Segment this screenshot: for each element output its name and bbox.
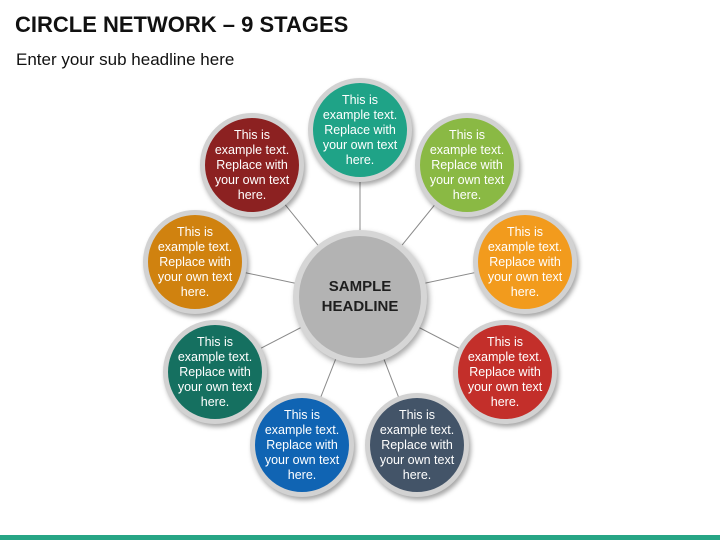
stage-circle-1: This is example text. Replace with your … <box>308 78 412 182</box>
stage-circle-7: This is example text. Replace with your … <box>163 320 267 424</box>
center-hub-circle: SAMPLE HEADLINE <box>293 230 427 364</box>
stage-text: This is example text. Replace with your … <box>157 224 233 299</box>
stage-text: This is example text. Replace with your … <box>487 224 563 299</box>
stage-text: This is example text. Replace with your … <box>322 92 398 167</box>
stage-text: This is example text. Replace with your … <box>379 407 455 482</box>
stage-text: This is example text. Replace with your … <box>467 334 543 409</box>
stage-circle-5: This is example text. Replace with your … <box>365 393 469 497</box>
bottom-accent-bar <box>0 535 720 540</box>
stage-circle-2: This is example text. Replace with your … <box>415 113 519 217</box>
stage-circle-4: This is example text. Replace with your … <box>453 320 557 424</box>
stage-text: This is example text. Replace with your … <box>177 334 253 409</box>
stage-text: This is example text. Replace with your … <box>214 127 290 202</box>
stage-text: This is example text. Replace with your … <box>429 127 505 202</box>
slide-title: CIRCLE NETWORK – 9 STAGES <box>15 12 349 37</box>
stage-text: This is example text. Replace with your … <box>264 407 340 482</box>
stage-circle-3: This is example text. Replace with your … <box>473 210 577 314</box>
stage-circle-8: This is example text. Replace with your … <box>143 210 247 314</box>
hub-label: SAMPLE HEADLINE <box>321 278 399 315</box>
stage-circle-9: This is example text. Replace with your … <box>200 113 304 217</box>
slide-subtitle: Enter your sub headline here <box>16 50 235 69</box>
stage-circle-6: This is example text. Replace with your … <box>250 393 354 497</box>
